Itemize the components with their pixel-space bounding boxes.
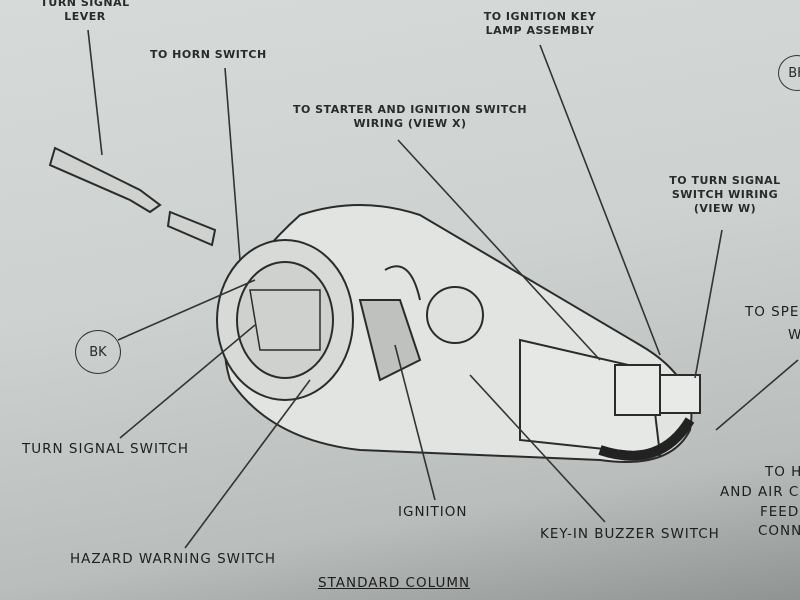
label-conn: CONN [758, 523, 800, 539]
label-hazard-warning-switch: HAZARD WARNING SWITCH [70, 551, 277, 567]
bk-text: BK [89, 344, 107, 360]
diagram-title: STANDARD COLUMN [318, 575, 471, 591]
label-to-spe: TO SPE [745, 304, 800, 320]
label-to-ignition-key-lamp: TO IGNITION KEY LAMP ASSEMBLY [483, 10, 597, 37]
bk-callout: BK [75, 330, 121, 374]
label-to-spe-2: W [788, 327, 800, 343]
label-key-in-buzzer-switch: KEY-IN BUZZER SWITCH [540, 526, 720, 542]
label-turn-signal-lever: TURN SIGNAL LEVER [40, 0, 130, 23]
label-feed: FEED [760, 504, 800, 520]
label-to-horn-switch: TO HORN SWITCH [150, 48, 267, 61]
label-to-h: TO H [765, 464, 800, 480]
label-turn-signal-switch: TURN SIGNAL SWITCH [22, 441, 189, 457]
bk-corner-text: BK [788, 65, 800, 81]
label-and-air: AND AIR C [720, 484, 800, 500]
label-ignition: IGNITION [398, 504, 468, 520]
label-to-turn-signal-wiring: TO TURN SIGNAL SWITCH WIRING (VIEW W) [669, 174, 781, 215]
label-to-starter-wiring: TO STARTER AND IGNITION SWITCH WIRING (V… [292, 103, 528, 130]
